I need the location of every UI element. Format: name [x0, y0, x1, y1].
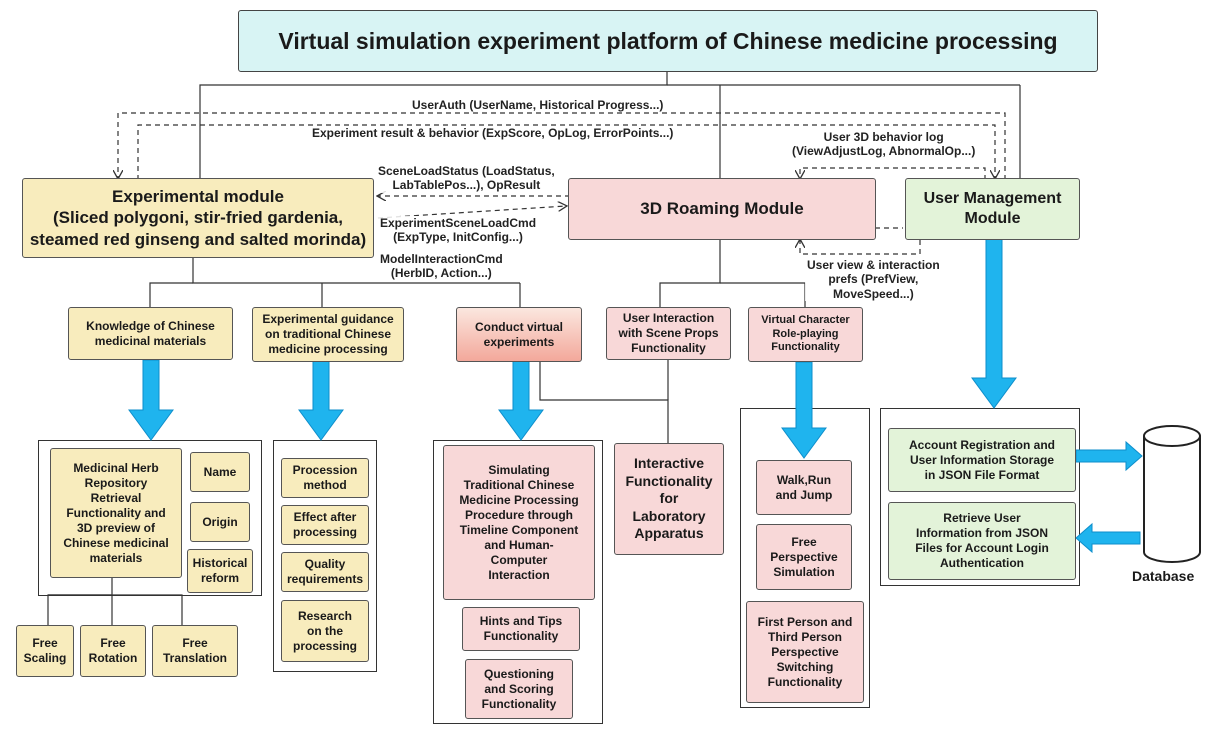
arrow-guidance: [298, 359, 344, 441]
arrow-user-mgmt: [971, 237, 1017, 409]
exp-branch: [149, 282, 193, 307]
questioning-box: Questioning and Scoring Functionality: [465, 659, 573, 719]
exp-result-label: Experiment result & behavior (ExpScore, …: [310, 126, 676, 141]
scene-load-status-label: SceneLoadStatus (LoadStatus, LabTablePos…: [376, 164, 557, 193]
view-prefs-label: User view & interaction prefs (PrefView,…: [805, 258, 942, 302]
hints-box: Hints and Tips Functionality: [462, 607, 580, 651]
first-person-box: First Person and Third Person Perspectiv…: [746, 601, 864, 703]
arrow-character: [781, 361, 827, 459]
account-registration-box: Account Registration and User Informatio…: [888, 428, 1076, 492]
effect-box: Effect after processing: [281, 505, 369, 545]
arrow-conduct: [498, 359, 544, 441]
user-auth-label: UserAuth (UserName, Historical Progress.…: [410, 98, 666, 113]
simulating-box: Simulating Traditional Chinese Medicine …: [443, 445, 595, 600]
interaction-submodule: User Interaction with Scene Props Functi…: [606, 307, 731, 360]
procession-method-box: Procession method: [281, 458, 369, 498]
model-interaction-label: ModelInteractionCmd (HerbID, Action...): [378, 252, 505, 281]
free-perspective-box: Free Perspective Simulation: [756, 524, 852, 590]
roam-branch: [659, 238, 721, 307]
arrow-to-db: [1075, 440, 1143, 472]
database-icon: [1143, 425, 1201, 563]
guidance-submodule: Experimental guidance on traditional Chi…: [252, 307, 404, 362]
title-connector: [199, 60, 668, 180]
herb-repository-box: Medicinal Herb Repository Retrieval Func…: [50, 448, 182, 578]
behavior-log-label: User 3D behavior log (ViewAdjustLog, Abn…: [790, 130, 978, 159]
historical-reform-box: Historical reform: [187, 549, 253, 593]
origin-box: Origin: [190, 502, 250, 542]
flow-arrows: [128, 237, 1143, 554]
free-scaling-box: Free Scaling: [16, 625, 74, 677]
experimental-module: Experimental module (Sliced polygoni, st…: [22, 178, 374, 258]
free-rotation-box: Free Rotation: [80, 625, 146, 677]
database-label: Database: [1132, 568, 1195, 584]
research-box: Research on the processing: [281, 600, 369, 662]
roam-branch: [720, 282, 806, 307]
conduct-link: [539, 360, 669, 443]
retrieve-info-box: Retrieve User Information from JSON File…: [888, 502, 1076, 580]
walk-run-jump-box: Walk,Run and Jump: [756, 460, 852, 515]
view-prefs-flow: [800, 240, 921, 255]
free-translation-box: Free Translation: [152, 625, 238, 677]
knowledge-submodule: Knowledge of Chinese medicinal materials: [68, 307, 233, 360]
exp-result-flow: [137, 124, 995, 180]
user-management-module: User Management Module: [905, 178, 1080, 240]
character-submodule: Virtual Character Role-playing Functiona…: [748, 307, 863, 362]
arrow-knowledge: [128, 359, 174, 441]
interactive-apparatus-box: Interactive Functionality for Laboratory…: [614, 443, 724, 555]
herb-tree: [47, 578, 113, 625]
page-title: Virtual simulation experiment platform o…: [238, 10, 1098, 72]
conduct-submodule: Conduct virtual experiments: [456, 307, 582, 362]
quality-box: Quality requirements: [281, 552, 369, 592]
roaming-module: 3D Roaming Module: [568, 178, 876, 240]
herb-tree: [48, 594, 183, 625]
arrow-from-db: [1075, 522, 1141, 554]
name-box: Name: [190, 452, 250, 492]
scene-load-cmd-label: ExperimentSceneLoadCmd (ExpType, InitCon…: [378, 216, 539, 245]
